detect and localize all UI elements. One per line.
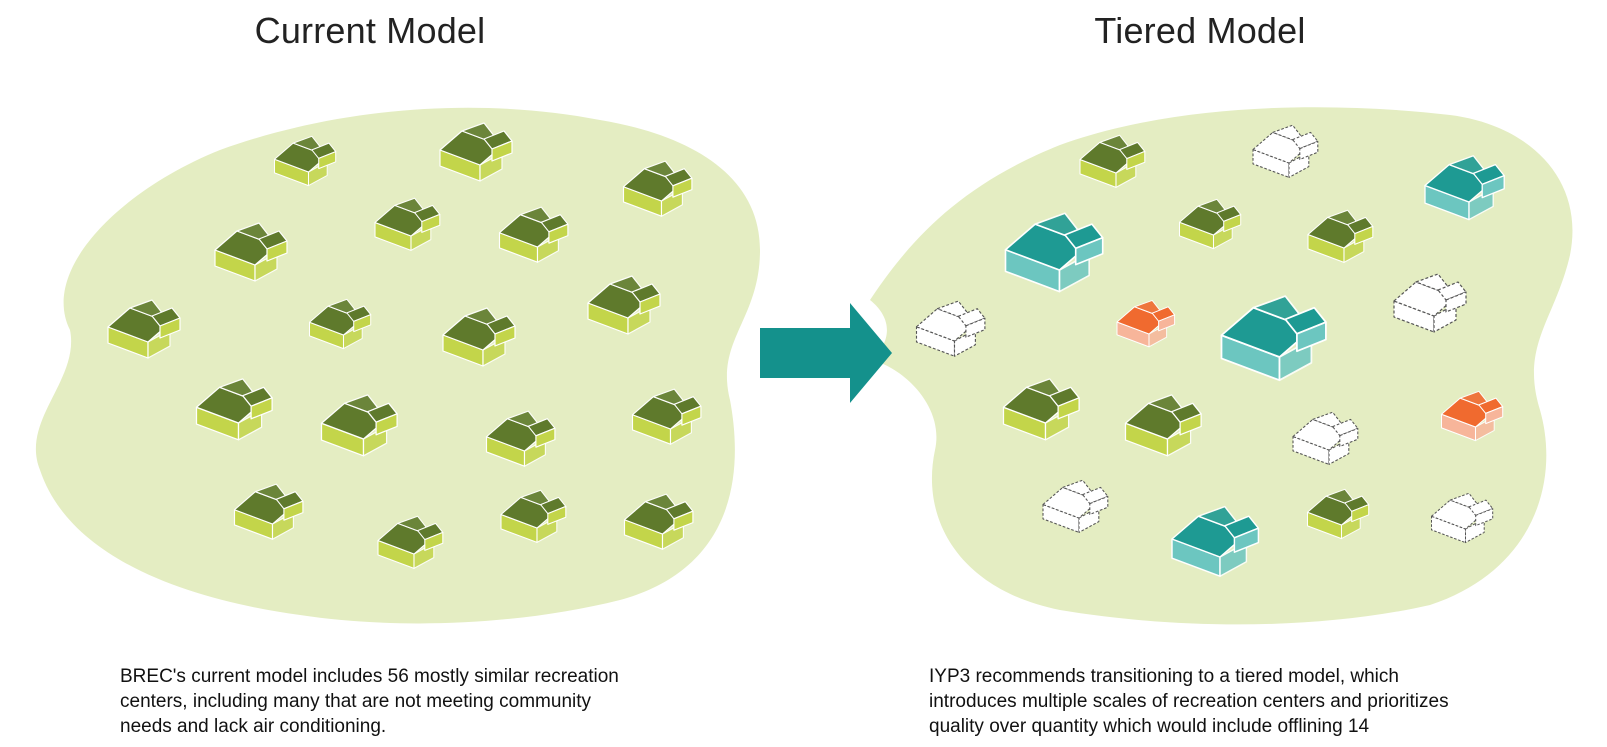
offlined-recreation-center bbox=[915, 300, 986, 357]
caption-line: needs and lack air conditioning. bbox=[120, 716, 387, 737]
offlined-recreation-center bbox=[1252, 124, 1319, 178]
standard-recreation-center bbox=[500, 489, 567, 543]
standard-recreation-center bbox=[498, 206, 569, 263]
standard-recreation-center bbox=[377, 515, 444, 569]
standard-recreation-center bbox=[1002, 378, 1080, 441]
standard-recreation-center bbox=[273, 135, 337, 187]
small-recreation-center bbox=[1440, 390, 1504, 442]
caption-line: BREC's current model includes 56 mostly … bbox=[120, 666, 619, 687]
standard-recreation-center bbox=[214, 222, 288, 282]
large-recreation-center bbox=[1424, 155, 1505, 221]
small-recreation-center bbox=[1116, 299, 1176, 348]
offlined-recreation-center bbox=[1393, 273, 1467, 333]
tiered-model-buildings bbox=[915, 124, 1505, 577]
standard-recreation-center bbox=[623, 493, 694, 550]
tiered-model-caption: IYP3 recommends transitioning to a tiere… bbox=[929, 664, 1449, 739]
standard-recreation-center bbox=[1079, 134, 1146, 188]
standard-recreation-center bbox=[1178, 198, 1242, 250]
offlined-recreation-center bbox=[1430, 492, 1494, 544]
standard-recreation-center bbox=[233, 483, 304, 540]
standard-recreation-center bbox=[1124, 394, 1202, 457]
current-model-buildings bbox=[107, 122, 702, 569]
large-recreation-center bbox=[1220, 295, 1327, 382]
transition-arrow bbox=[760, 303, 892, 403]
caption-line: introduces multiple scales of recreation… bbox=[929, 691, 1449, 712]
standard-recreation-center bbox=[320, 394, 398, 457]
current-model-land bbox=[35, 107, 761, 624]
standard-recreation-center bbox=[631, 388, 702, 445]
caption-line: IYP3 recommends transitioning to a tiere… bbox=[929, 666, 1399, 687]
standard-recreation-center bbox=[195, 378, 273, 441]
tiered-model-title: Tiered Model bbox=[1094, 10, 1306, 51]
large-recreation-center bbox=[1004, 212, 1104, 293]
standard-recreation-center bbox=[374, 197, 441, 251]
large-recreation-center bbox=[1171, 505, 1260, 577]
standard-recreation-center bbox=[1306, 488, 1370, 540]
standard-recreation-center bbox=[622, 160, 693, 217]
standard-recreation-center bbox=[485, 410, 556, 467]
current-model-title: Current Model bbox=[254, 10, 486, 51]
current-model-caption: BREC's current model includes 56 mostly … bbox=[120, 664, 619, 739]
caption-line: quality over quantity which would includ… bbox=[929, 716, 1370, 737]
offlined-recreation-center bbox=[1042, 479, 1109, 533]
standard-recreation-center bbox=[442, 307, 516, 367]
standard-recreation-center bbox=[308, 298, 372, 350]
standard-recreation-center bbox=[1307, 209, 1374, 263]
offlined-recreation-center bbox=[1292, 411, 1359, 465]
standard-recreation-center bbox=[439, 122, 513, 182]
standard-recreation-center bbox=[587, 275, 661, 335]
caption-line: centers, including many that are not mee… bbox=[120, 691, 592, 712]
standard-recreation-center bbox=[107, 299, 181, 359]
